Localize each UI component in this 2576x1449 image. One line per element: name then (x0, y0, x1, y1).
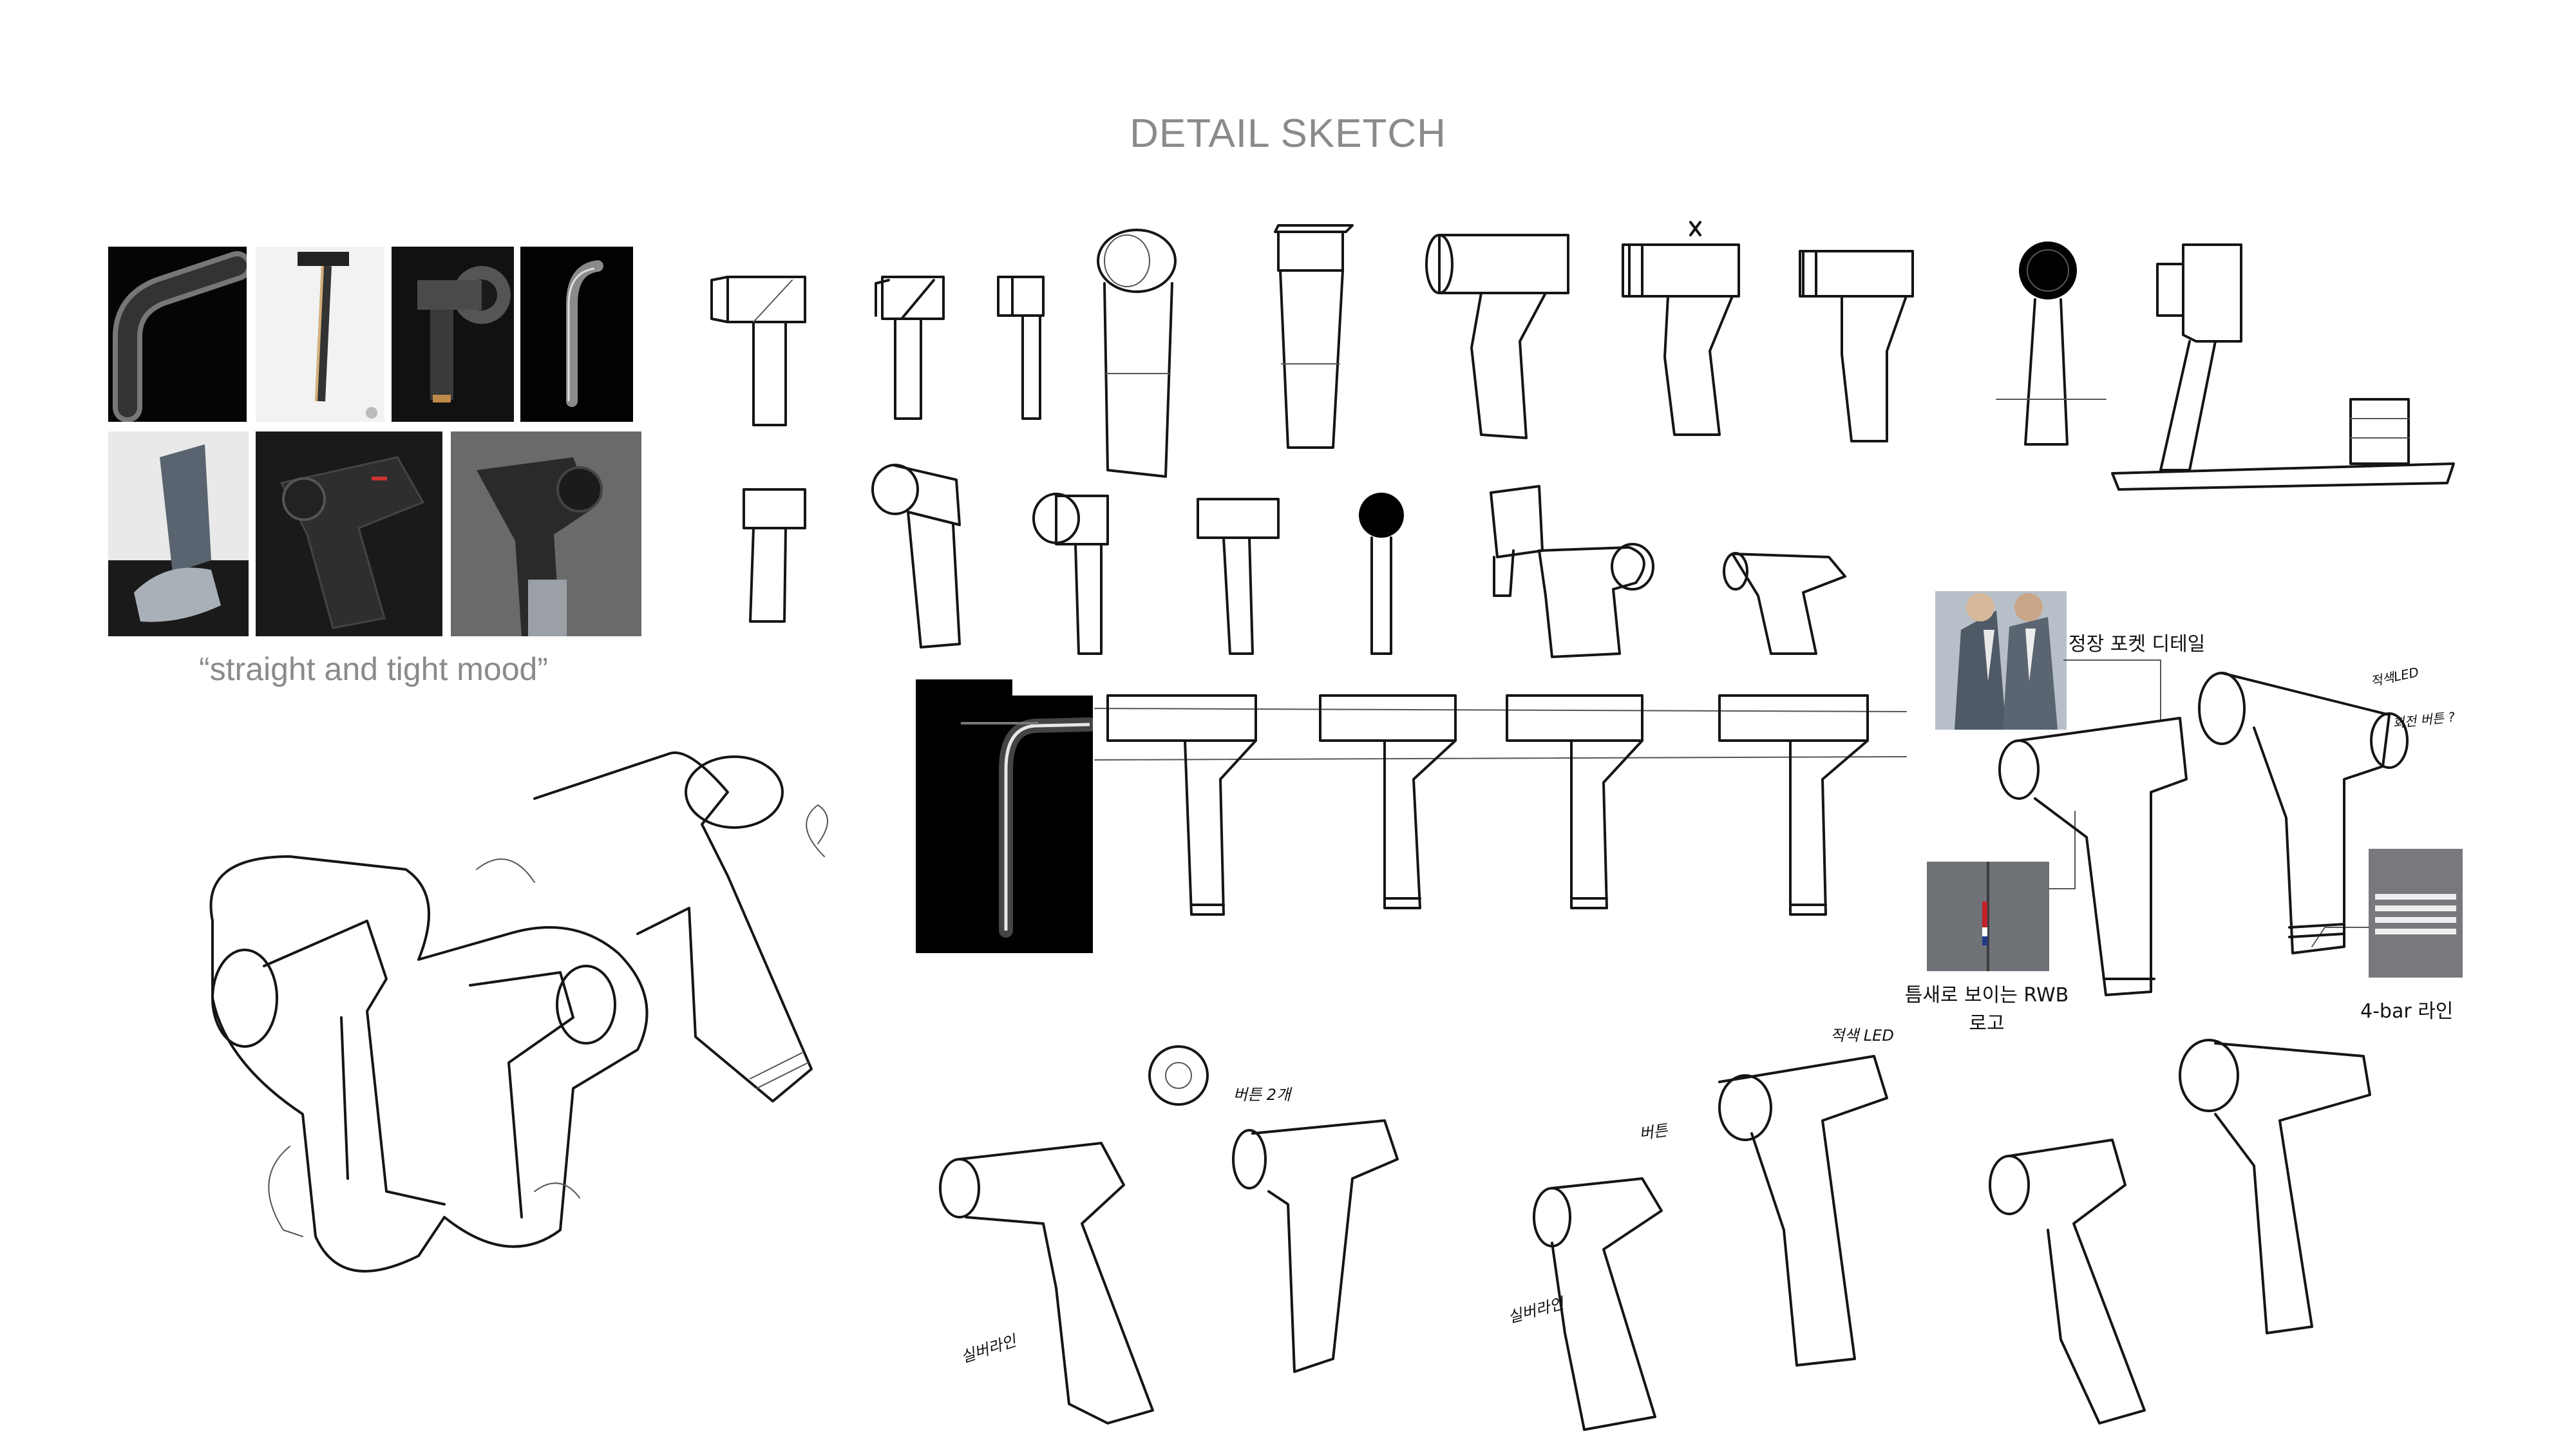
sketch-profile (1319, 694, 1457, 909)
sketch-hairdryer (1274, 224, 1354, 449)
rwb-logo-photo (1927, 862, 2049, 971)
rwb-logo-label-line2: 로고 (1969, 1012, 2005, 1035)
suit-photo (1935, 591, 2067, 730)
sketch-hairdryer (1799, 250, 1914, 442)
glow-bar-reference (916, 679, 1093, 953)
sketch-hairdryer (1032, 493, 1109, 655)
handnote-red-led-bottom: 적색 LED (1830, 1027, 1894, 1045)
sketch-hairdryer (1538, 543, 1654, 658)
reference-caption: “straight and tight mood” (199, 651, 548, 687)
reference-photo (451, 431, 641, 636)
sketch-hairdryer (1622, 221, 1740, 436)
sketch-hairdryer (710, 276, 806, 426)
sketch-row-2 (743, 464, 1846, 658)
rwb-logo-label: 틈새로 보이는 RWB 로고 (1900, 979, 2074, 1036)
reference-photo (108, 247, 247, 422)
sketch-hairdryer (2111, 243, 2455, 491)
sketch-hairdryer (1425, 234, 1569, 439)
sketch-dryer-pocket (1998, 717, 2188, 996)
sketch-dryer-fourbar (2198, 672, 2409, 954)
sketch-hairdryer (1359, 493, 1404, 655)
sketch-hairdryer (875, 276, 945, 420)
sketch-hairdryer (1197, 498, 1280, 655)
rendered-sketch (209, 751, 828, 1273)
sketch-hairdryer (1097, 229, 1177, 478)
sketch-row-bottom (939, 1039, 2371, 1431)
sketch-hairdryer (1996, 242, 2107, 446)
reference-photo (256, 431, 442, 636)
sketch-hairdryer (871, 464, 961, 649)
reference-photo (520, 247, 633, 422)
handnote-two-buttons: 버튼 2개 (1233, 1086, 1291, 1104)
four-bar-photo (2369, 849, 2463, 978)
sketch-dryer-silverline (939, 1142, 1154, 1425)
annotated-sketches (1998, 672, 2409, 996)
sketch-hairdryer (997, 276, 1045, 420)
pocket-detail-label: 정장 포켓 디테일 (2069, 633, 2206, 656)
reference-photo (392, 247, 514, 422)
reference-photo (256, 247, 384, 422)
four-bar-label: 4-bar 라인 (2360, 1000, 2454, 1023)
sketch-profile (1506, 694, 1643, 909)
sketch-button-detail (1148, 1045, 1399, 1373)
sketch-profile (1718, 694, 1869, 916)
sketch-dryer-led (1533, 1055, 1888, 1431)
page-title: DETAIL SKETCH (1130, 111, 1446, 156)
sketch-dryer-final (1989, 1039, 2371, 1425)
rwb-logo-label-line1: 틈새로 보이는 RWB (1904, 984, 2069, 1007)
sketch-hairdryer (1723, 552, 1846, 655)
sketch-profile (1106, 694, 1257, 916)
sketch-hairdryer (743, 488, 806, 623)
sketch-hairdryer (1490, 485, 1544, 597)
sketch-row-1 (710, 221, 2455, 491)
reference-photo (108, 431, 249, 636)
sketch-row-3 (1094, 694, 1907, 916)
